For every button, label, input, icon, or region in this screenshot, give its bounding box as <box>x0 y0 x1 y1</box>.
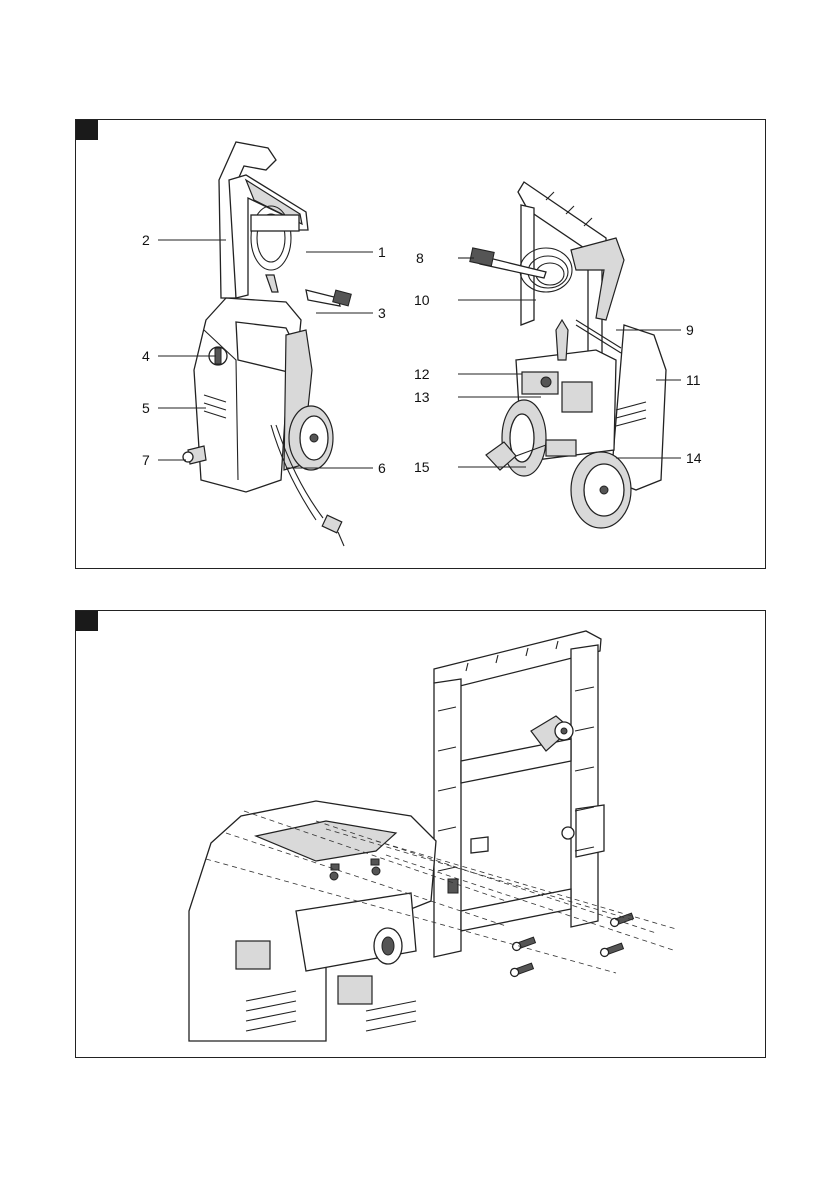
front-view-washer <box>183 142 351 546</box>
callout-9: 9 <box>686 323 694 337</box>
callout-1: 1 <box>378 245 386 259</box>
figure-1-panel: 2 1 3 4 5 6 7 8 9 10 11 12 13 14 15 <box>75 119 766 569</box>
callout-10: 10 <box>414 293 430 307</box>
callout-3: 3 <box>378 306 386 320</box>
rear-view-washer <box>470 182 666 528</box>
callout-7: 7 <box>142 453 150 467</box>
callout-13: 13 <box>414 390 430 404</box>
callout-6: 6 <box>378 461 386 475</box>
callout-12: 12 <box>414 367 430 381</box>
callout-4: 4 <box>142 349 150 363</box>
pressure-washer-overview-illustration <box>76 120 767 570</box>
washer-body-rear <box>189 801 436 1041</box>
detached-handle-frame <box>434 631 604 957</box>
callout-11: 11 <box>686 373 701 387</box>
figure-2-panel <box>75 610 766 1058</box>
callout-2: 2 <box>142 233 150 247</box>
callout-8: 8 <box>416 251 424 265</box>
callout-5: 5 <box>142 401 150 415</box>
handle-assembly-illustration <box>76 611 767 1059</box>
callout-15: 15 <box>414 460 430 474</box>
callout-14: 14 <box>686 451 702 465</box>
